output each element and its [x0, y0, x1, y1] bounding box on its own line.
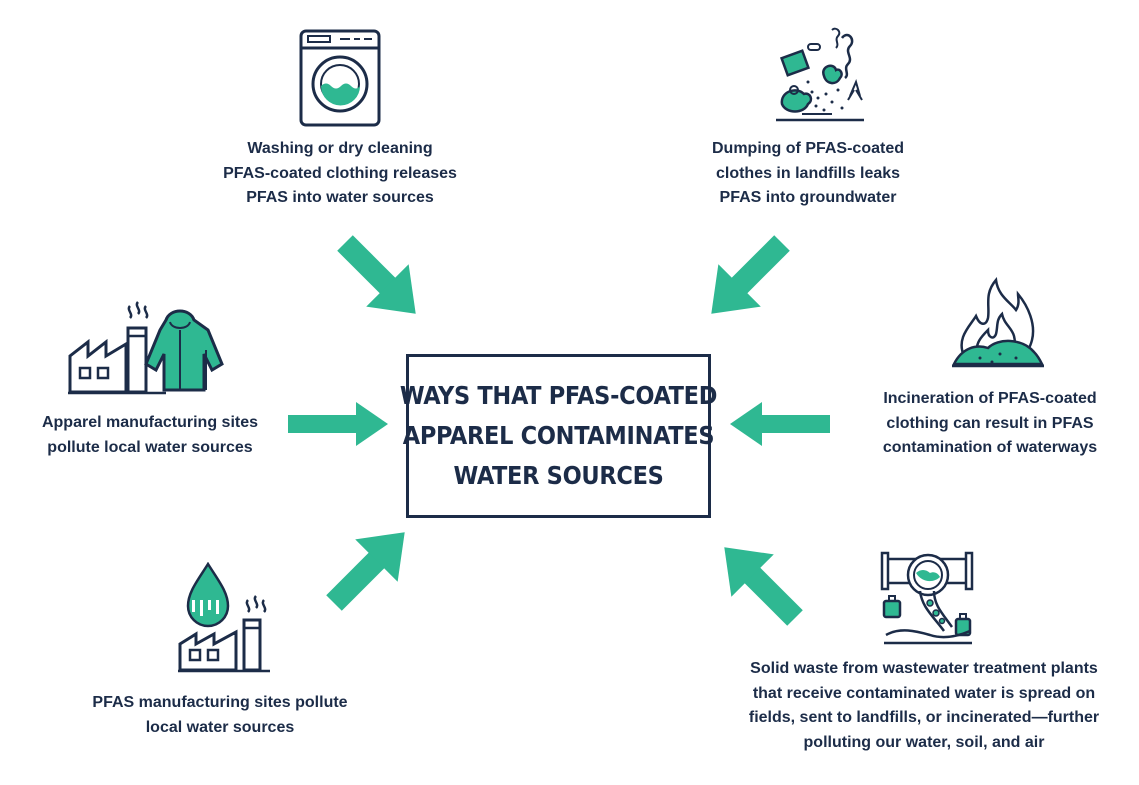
caption-apparel-manufacturing: Apparel manufacturing sites pollute loca… [10, 411, 290, 460]
arrow-apparel-manufacturing [288, 402, 388, 446]
center-title-box: WAYS THAT PFAS-COATED APPAREL CONTAMINAT… [400, 354, 717, 518]
arrow-incineration [730, 402, 830, 446]
caption-wastewater-line-3: fields, sent to landfills, or incinerate… [748, 709, 1100, 726]
caption-incineration: Incineration of PFAS-coated clothing can… [845, 387, 1135, 461]
caption-washing-line-1: Washing or dry cleaning [247, 140, 433, 157]
caption-landfill: Dumping of PFAS-coated clothes in landfi… [658, 137, 958, 211]
caption-wastewater-line-2: that receive contaminated water is sprea… [752, 684, 1096, 702]
landfill-trash-icon [776, 27, 864, 122]
caption-landfill-line-2: clothes in landfills leaks [715, 164, 901, 182]
arrow-pfas-manufacturing [326, 532, 405, 611]
caption-wastewater: Solid waste from wastewater treatment pl… [716, 657, 1132, 755]
title-line-1: WAYS THAT PFAS-COATED [399, 381, 718, 410]
caption-washing-line-2: PFAS-coated clothing releases [223, 164, 457, 182]
caption-apparel-line-1: Apparel manufacturing sites [41, 414, 259, 431]
caption-landfill-line-1: Dumping of PFAS-coated [712, 140, 904, 157]
caption-washing: Washing or dry cleaning PFAS-coated clot… [190, 137, 490, 211]
caption-washing-line-3: PFAS into water sources [246, 189, 434, 206]
arrow-washing [337, 235, 416, 314]
title-line-2: APPAREL CONTAMINATES [402, 421, 715, 450]
caption-pfas-line-2: local water sources [145, 718, 295, 736]
caption-pfas-manufacturing: PFAS manufacturing sites pollute local w… [70, 691, 370, 740]
caption-wastewater-line-4: polluting our water, soil, and air [803, 733, 1045, 751]
caption-incineration-line-2: clothing can result in PFAS [886, 414, 1094, 432]
wastewater-pipe-icon [880, 551, 974, 645]
caption-incineration-line-1: Incineration of PFAS-coated [883, 390, 1097, 407]
pfas-factory-icon [178, 562, 270, 673]
caption-landfill-line-3: PFAS into groundwater [719, 189, 897, 206]
arrow-landfill [711, 235, 790, 314]
caption-incineration-line-3: contamination of waterways [882, 439, 1098, 456]
caption-wastewater-line-1: Solid waste from wastewater treatment pl… [750, 660, 1098, 677]
washing-machine-icon [299, 29, 381, 127]
fire-icon [951, 277, 1045, 368]
apparel-factory-icon [68, 301, 224, 395]
arrow-wastewater [724, 547, 803, 626]
caption-pfas-line-1: PFAS manufacturing sites pollute [92, 694, 348, 711]
caption-apparel-line-2: pollute local water sources [47, 438, 253, 456]
title-line-3: WATER SOURCES [453, 461, 664, 490]
